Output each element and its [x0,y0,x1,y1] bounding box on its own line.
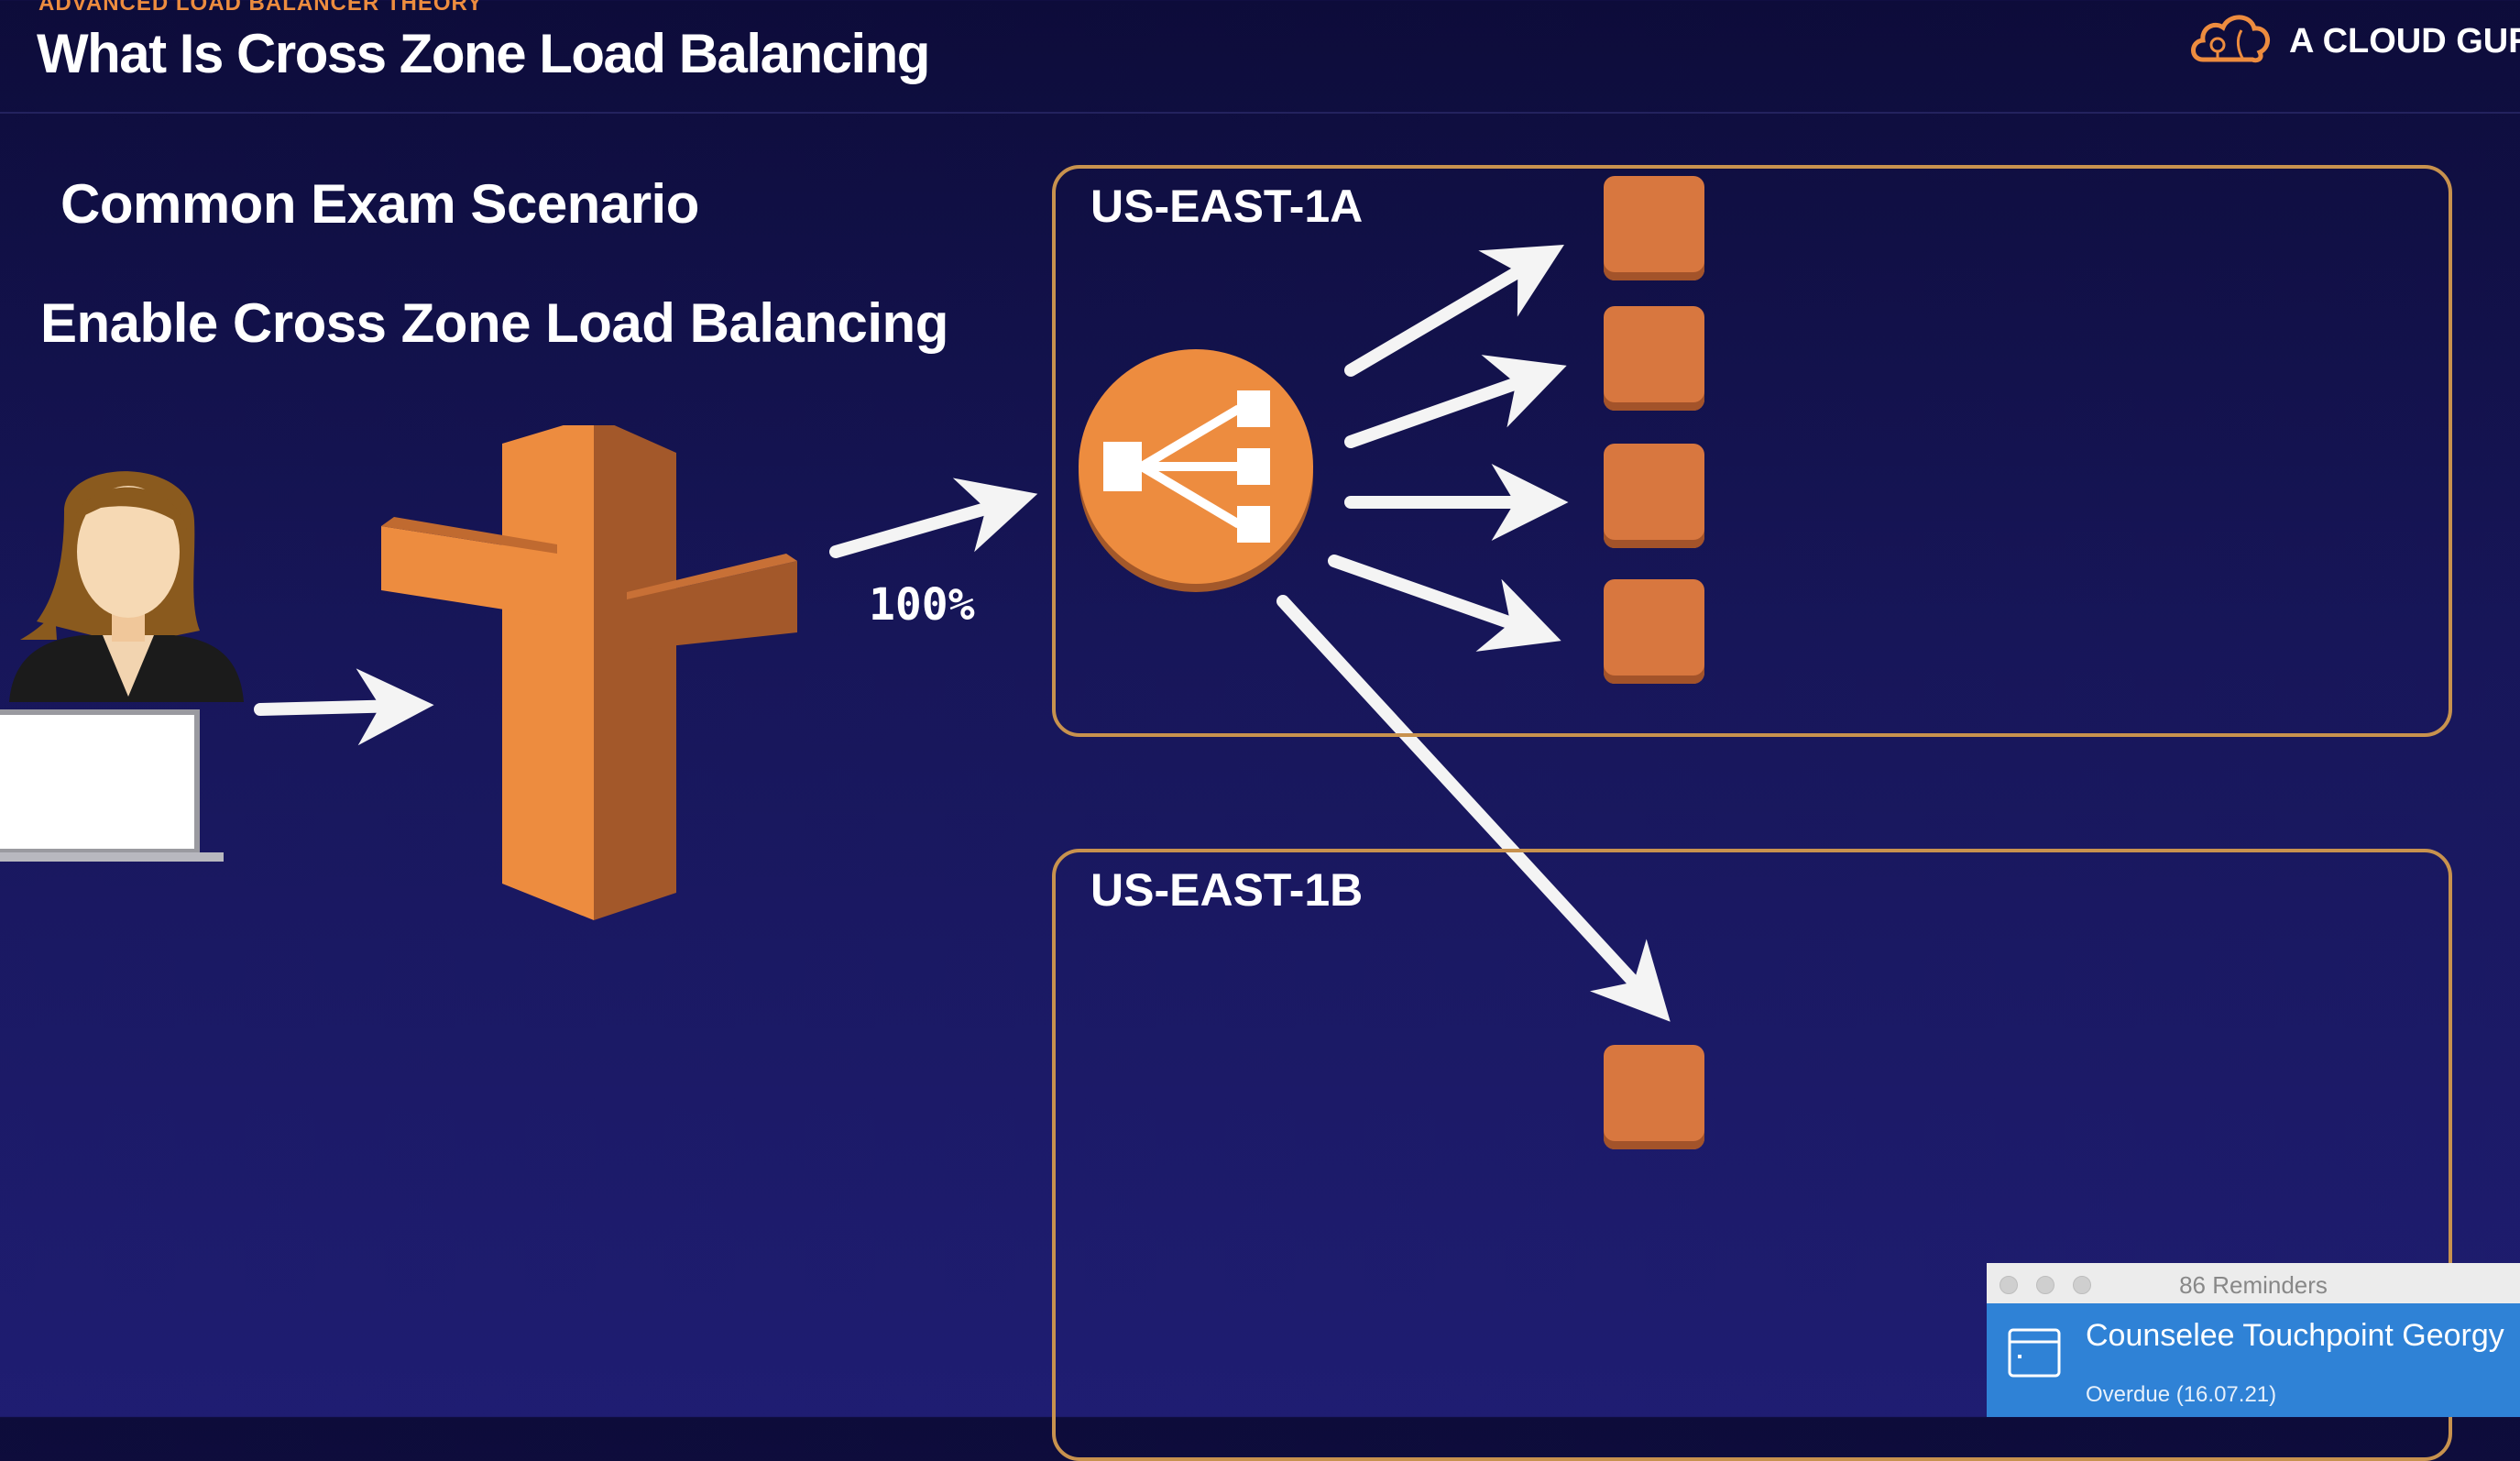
zoom-window-button[interactable] [2073,1276,2091,1294]
minimize-window-button[interactable] [2036,1276,2054,1294]
cross-zone-heading: Enable Cross Zone Load Balancing [40,292,948,354]
load-balancer-icon [1076,346,1316,596]
user-icon [0,456,257,704]
reminder-title[interactable]: Counselee Touchpoint Georgy [2086,1318,2504,1353]
reminder-due-date: Overdue (16.07.21) [2086,1382,2277,1407]
route53-icon [367,416,806,939]
laptop-icon [0,704,229,869]
zone-a-label: US-EAST-1A [1090,181,1364,232]
calendar-icon [2007,1327,2062,1383]
reminder-count: 86 Reminders [2179,1271,2328,1299]
close-window-button[interactable] [2000,1276,2018,1294]
lb-to-instance1-arrow [1344,244,1564,377]
user-to-dns-arrow [254,668,434,746]
cloud-logo-icon [2186,10,2274,73]
traffic-arrows [254,244,1671,1022]
lb-to-instance5-arrow [1276,595,1671,1022]
exam-scenario-heading: Common Exam Scenario [60,173,699,235]
lb-to-instance2-arrow [1344,355,1567,448]
course-section-label: ADVANCED LOAD BALANCER THEORY [38,0,483,16]
availability-zone-a [1052,165,2452,737]
ec2-instance [1604,1045,1704,1149]
traffic-percent-label: 100% [869,579,975,631]
reminder-notification[interactable]: 86 Reminders Counselee Touchpoint Georgy… [1987,1263,2520,1417]
page-title: What Is Cross Zone Load Balancing [37,23,930,84]
brand-logo: A CLOUD GURU [2186,9,2520,73]
dns-to-lb-arrow [829,478,1038,558]
brand-name: A CLOUD GURU [2289,21,2520,60]
ec2-instance [1604,306,1704,411]
ec2-instance [1604,176,1704,280]
ec2-instance [1604,444,1704,548]
header-divider [0,112,2520,114]
lb-to-instance4-arrow [1328,555,1561,652]
zone-b-label: US-EAST-1B [1090,864,1364,916]
ec2-instance [1604,579,1704,684]
